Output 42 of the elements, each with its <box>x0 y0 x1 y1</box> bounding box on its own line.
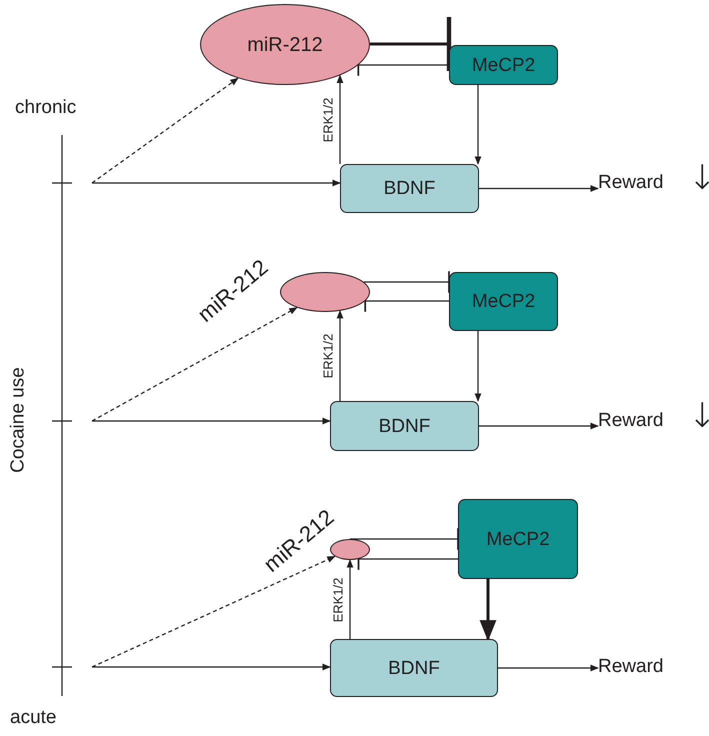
protein-box <box>449 272 558 331</box>
arrow <box>474 331 482 402</box>
direction-arrow: ↓ <box>688 399 709 433</box>
arrow <box>479 422 599 430</box>
arrow <box>92 664 331 670</box>
inhibition-line <box>350 527 459 551</box>
node-label: BDNF <box>384 179 436 198</box>
axis-label: Cocaine use <box>8 367 28 473</box>
arrow <box>479 185 599 192</box>
axis-label: acute <box>10 708 56 727</box>
edge-label: ERK1/2 <box>322 334 334 378</box>
axis-label: chronic <box>15 98 76 117</box>
edge-label: ERK1/2 <box>332 577 344 622</box>
node-label: MeCP2 <box>472 292 536 311</box>
arrow <box>92 556 336 668</box>
protein-box <box>449 45 558 85</box>
arrow <box>92 418 331 424</box>
node-label: BDNF <box>388 658 440 678</box>
node-label: MeCP2 <box>486 530 550 548</box>
arrow <box>92 78 239 184</box>
outcome-label: Reward <box>598 654 664 680</box>
gene-box <box>340 164 479 213</box>
gene-box <box>330 639 498 697</box>
arrow <box>336 74 344 164</box>
outcome-label: Reward <box>598 170 664 196</box>
direction-arrow: ↓ <box>688 161 709 195</box>
outcome-label: Reward <box>598 408 664 434</box>
edge-label: ERK1/2 <box>322 97 334 142</box>
arrow <box>480 579 496 642</box>
node-label: miR-212 <box>247 34 323 54</box>
inhibition-line <box>364 270 450 294</box>
node-label: BDNF <box>378 416 430 436</box>
inhibition-line <box>370 14 452 74</box>
node-label: MeCP2 <box>472 56 536 74</box>
gene-box <box>330 401 479 451</box>
arrow <box>336 310 344 401</box>
arrow <box>92 180 341 186</box>
arrow <box>498 664 599 672</box>
protein-box <box>458 499 578 579</box>
arrow <box>346 559 354 639</box>
arrow <box>474 85 482 165</box>
arrow <box>92 307 298 422</box>
